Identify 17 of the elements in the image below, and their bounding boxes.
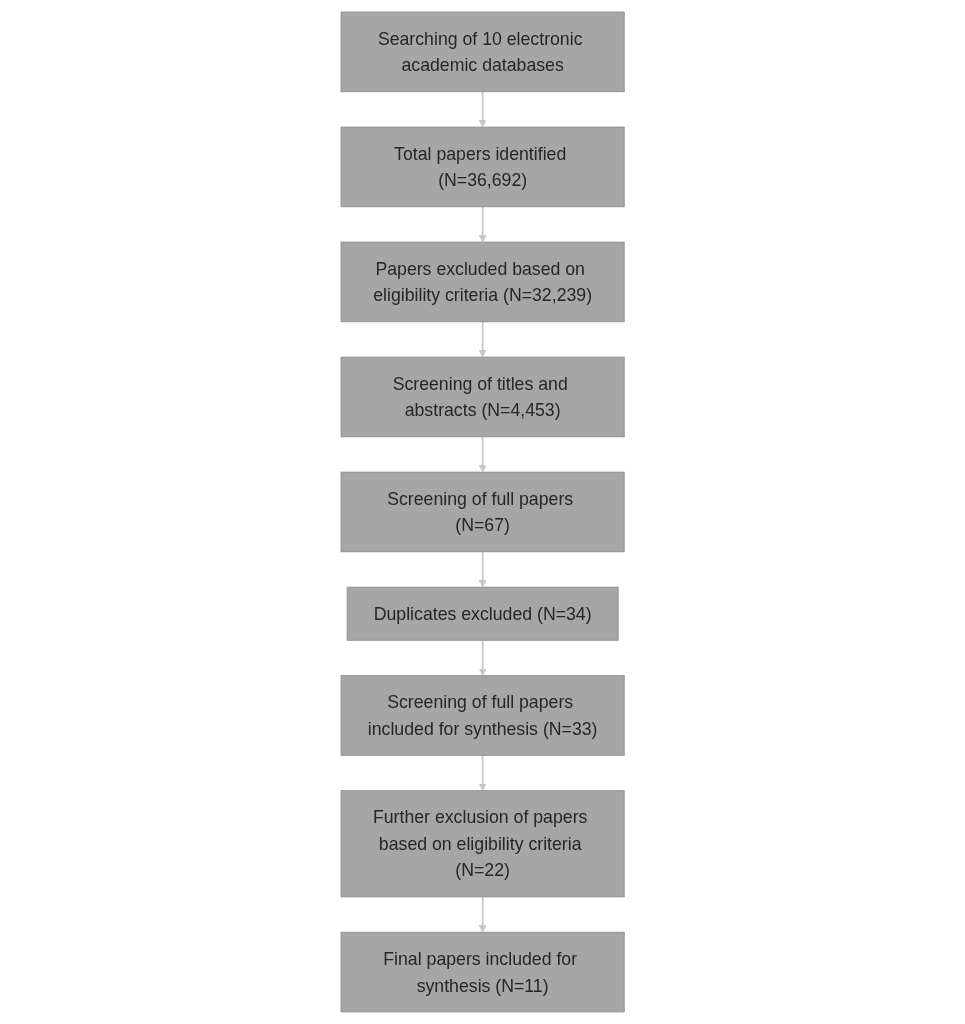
node-box: Final papers included for synthesis (N=11) [340, 931, 625, 1013]
node-box: Papers excluded based on eligibility criteria (N=32,239) [340, 241, 625, 323]
arrow [478, 435, 487, 473]
node-box: Searching of 10 electronic academic databases [340, 11, 625, 93]
node-box: Total papers identified (N=36,692) [340, 126, 625, 208]
arrow [478, 320, 487, 358]
node-box: Screening of full papers (N=67) [340, 471, 625, 553]
node-box: Screening of full papers included for synthesis (N=33) [340, 675, 625, 756]
node-box: Duplicates excluded (N=34) [346, 586, 619, 641]
arrow [478, 90, 487, 128]
arrow [478, 896, 487, 933]
node-box: Screening of titles and abstracts (N=4,453) [340, 356, 625, 438]
arrow [478, 754, 487, 792]
arrow [478, 639, 487, 677]
arrow [478, 550, 487, 588]
arrow [478, 205, 487, 243]
node-box: Further exclusion of papers based on eligibility criteria (N=22) [340, 790, 625, 898]
